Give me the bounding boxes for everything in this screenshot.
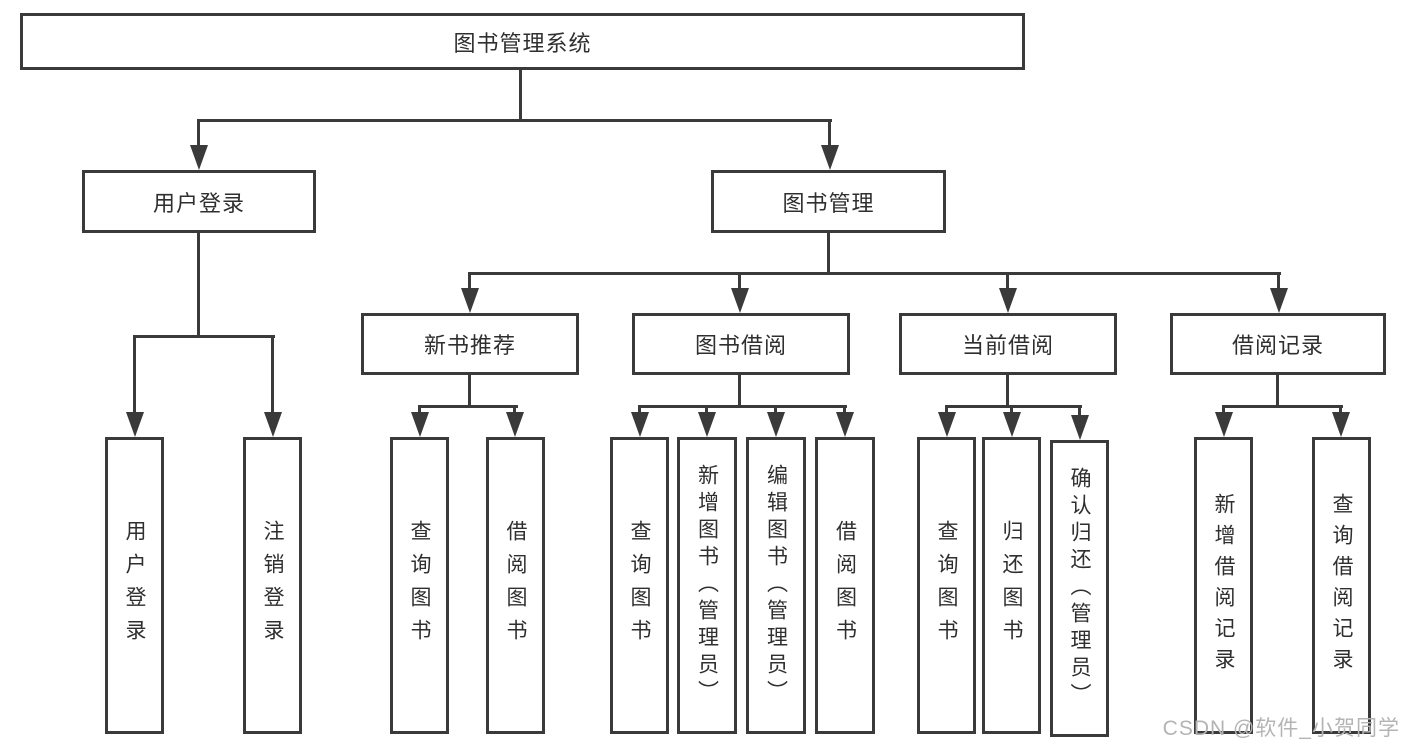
leaf-current-query-books: 查询图书 (917, 437, 976, 734)
leaf-user-login: 用户登录 (105, 437, 164, 734)
node-new-book-recommend: 新书推荐 (361, 313, 579, 375)
leaf-records-query-record-label: 查询借阅记录 (1330, 492, 1353, 679)
leaf-newbook-query-books-label: 查询图书 (408, 519, 431, 652)
connector-line (945, 405, 1082, 408)
leaf-borrow-query-books-label: 查询图书 (628, 519, 651, 652)
connector-line (197, 119, 832, 122)
connector-line (638, 405, 641, 417)
connector-line (1078, 405, 1081, 417)
leaf-newbook-query-books: 查询图书 (390, 437, 449, 734)
connector-line (638, 405, 847, 408)
connector-line (828, 119, 831, 149)
node-book-management-label: 图书管理 (782, 190, 875, 216)
connector-line (827, 233, 830, 275)
connector-line (197, 233, 200, 338)
connector-line (519, 70, 522, 122)
node-new-book-recommend-label: 新书推荐 (423, 333, 516, 358)
leaf-newbook-borrow-books: 借阅图书 (486, 437, 545, 734)
arrowhead-down-icon (505, 412, 524, 437)
leaf-logout: 注销登录 (243, 437, 302, 734)
connector-line (738, 272, 741, 294)
connector-line (468, 375, 471, 408)
arrowhead-down-icon (820, 145, 839, 170)
connector-line (774, 405, 777, 417)
arrowhead-down-icon (730, 288, 749, 313)
arrowhead-down-icon (410, 412, 429, 437)
arrowhead-down-icon (630, 412, 649, 437)
connector-line (197, 119, 200, 149)
leaf-current-return-books: 归还图书 (982, 437, 1041, 734)
arrowhead-down-icon (1269, 288, 1288, 313)
connector-line (1339, 405, 1342, 417)
arrowhead-down-icon (1331, 412, 1350, 437)
leaf-current-confirm-return-label: 确认归还（管理员） (1068, 467, 1091, 710)
arrowhead-down-icon (1070, 415, 1089, 440)
connector-line (945, 405, 948, 417)
arrowhead-down-icon (835, 412, 854, 437)
node-borrow-records-label: 借阅记录 (1231, 333, 1324, 358)
leaf-borrow-borrow-books: 借阅图书 (815, 437, 875, 734)
leaf-current-return-books-label: 归还图书 (1000, 519, 1023, 652)
connector-line (468, 272, 471, 294)
csdn-watermark: CSDN @软件_小贺同学 (1162, 717, 1400, 740)
arrowhead-down-icon (189, 145, 208, 170)
connector-line (133, 335, 275, 338)
node-book-borrow: 图书借阅 (632, 313, 850, 375)
connector-line (1277, 272, 1280, 294)
connector-line (418, 405, 518, 408)
leaf-records-query-record: 查询借阅记录 (1312, 437, 1371, 734)
arrowhead-down-icon (263, 412, 282, 437)
node-book-management: 图书管理 (711, 170, 946, 233)
connector-line (1276, 375, 1279, 408)
node-borrow-records: 借阅记录 (1170, 313, 1386, 375)
connector-line (468, 272, 1281, 275)
node-current-borrow: 当前借阅 (899, 313, 1117, 375)
leaf-borrow-add-books: 新增图书（管理员） (677, 437, 737, 734)
leaf-borrow-add-books-label: 新增图书（管理员） (695, 464, 719, 707)
connector-line (513, 405, 516, 417)
node-library-system: 图书管理系统 (20, 13, 1025, 70)
node-current-borrow-label: 当前借阅 (961, 333, 1054, 358)
connector-line (738, 375, 741, 408)
connector-line (133, 335, 136, 415)
leaf-records-add-record: 新增借阅记录 (1194, 437, 1253, 734)
leaf-borrow-query-books: 查询图书 (610, 437, 669, 734)
node-user-login-label: 用户登录 (152, 190, 245, 216)
leaf-borrow-edit-books: 编辑图书（管理员） (746, 437, 806, 734)
connector-line (843, 405, 846, 417)
leaf-user-login-label: 用户登录 (123, 519, 146, 652)
leaf-current-confirm-return: 确认归还（管理员） (1050, 440, 1109, 737)
node-library-system-label: 图书管理系统 (453, 30, 592, 56)
leaf-borrow-edit-books-label: 编辑图书（管理员） (764, 464, 788, 707)
arrowhead-down-icon (460, 288, 479, 313)
leaf-records-add-record-label: 新增借阅记录 (1212, 492, 1235, 679)
arrowhead-down-icon (766, 412, 785, 437)
arrowhead-down-icon (125, 412, 144, 437)
arrowhead-down-icon (697, 412, 716, 437)
node-user-login: 用户登录 (82, 170, 316, 233)
connector-line (1010, 405, 1013, 417)
node-book-borrow-label: 图书借阅 (694, 333, 787, 358)
leaf-logout-label: 注销登录 (261, 519, 284, 652)
leaf-borrow-borrow-books-label: 借阅图书 (833, 519, 857, 652)
arrowhead-down-icon (1002, 412, 1021, 437)
leaf-newbook-borrow-books-label: 借阅图书 (504, 519, 527, 652)
leaf-current-query-books-label: 查询图书 (935, 519, 958, 652)
connector-line (1222, 405, 1225, 417)
connector-line (705, 405, 708, 417)
connector-line (271, 335, 274, 415)
arrowhead-down-icon (998, 288, 1017, 313)
connector-line (1006, 272, 1009, 294)
arrowhead-down-icon (937, 412, 956, 437)
connector-line (418, 405, 421, 417)
arrowhead-down-icon (1214, 412, 1233, 437)
connector-line (1222, 405, 1343, 408)
connector-line (1006, 375, 1009, 408)
